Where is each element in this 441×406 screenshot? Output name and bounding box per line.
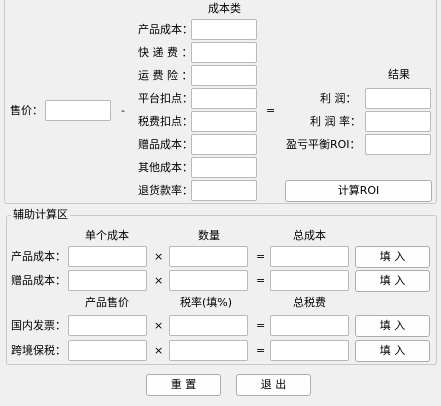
times-sign: × — [154, 250, 164, 263]
times-sign: × — [154, 344, 164, 357]
reset-button[interactable]: 重 置 — [146, 374, 221, 396]
aux-groupbox — [6, 215, 437, 365]
equals-sign: = — [256, 250, 266, 263]
result-label-profit: 利 润： — [320, 92, 357, 105]
cost-groupbox — [4, 0, 437, 204]
result-section-title: 结果 — [388, 68, 410, 81]
cost-label-gift-cost: 赠品成本： — [138, 138, 193, 151]
equals-sign: = — [256, 319, 266, 332]
cost-label-product: 产品成本： — [138, 23, 193, 36]
result-label-profit-rate: 利 润 率： — [310, 115, 361, 128]
cost-input-tax-fee[interactable] — [191, 111, 257, 132]
fill-product-cost-button[interactable]: 填 入 — [355, 246, 430, 268]
cost-input-product[interactable] — [191, 19, 257, 40]
cost-label-freight-insurance: 运 费 险 ： — [138, 69, 193, 82]
result-output-profit[interactable] — [365, 88, 431, 109]
aux-cross-border-price-input[interactable] — [68, 340, 147, 361]
aux-label-product-cost: 产品成本： — [11, 250, 66, 263]
equals-sign: = — [266, 104, 276, 117]
cost-input-gift-cost[interactable] — [191, 134, 257, 155]
cost-input-shipping[interactable] — [191, 42, 257, 63]
equals-sign: = — [256, 274, 266, 287]
cost-input-platform-fee[interactable] — [191, 88, 257, 109]
aux-domestic-total-output[interactable] — [270, 315, 349, 336]
cost-section-title: 成本类 — [208, 2, 241, 15]
aux-domestic-price-input[interactable] — [68, 315, 147, 336]
aux-header-total-tax: 总税费 — [293, 296, 326, 309]
aux-header-total-cost: 总成本 — [293, 229, 326, 242]
result-output-breakeven-roi[interactable] — [365, 134, 431, 155]
cost-label-platform-fee: 平台扣点： — [138, 92, 193, 105]
equals-sign: = — [256, 344, 266, 357]
aux-label-gift-cost: 赠品成本： — [11, 274, 66, 287]
aux-label-domestic-invoice: 国内发票： — [11, 319, 66, 332]
aux-cross-border-total-output[interactable] — [270, 340, 349, 361]
times-sign: × — [154, 319, 164, 332]
cost-label-return-rate: 退货款率： — [138, 184, 193, 197]
exit-button[interactable]: 退 出 — [236, 374, 311, 396]
price-label: 售价： — [10, 104, 43, 117]
minus-sign: - — [121, 104, 125, 117]
aux-gift-qty-input[interactable] — [169, 270, 248, 291]
times-sign: × — [154, 274, 164, 287]
price-input[interactable] — [45, 100, 111, 121]
cost-label-other-cost: 其他成本： — [138, 161, 193, 174]
fill-cross-border-button[interactable]: 填 入 — [355, 340, 430, 362]
fill-domestic-invoice-button[interactable]: 填 入 — [355, 315, 430, 337]
aux-gift-unit-cost-input[interactable] — [68, 270, 147, 291]
aux-product-unit-cost-input[interactable] — [68, 246, 147, 267]
fill-gift-cost-button[interactable]: 填 入 — [355, 270, 430, 292]
result-output-profit-rate[interactable] — [365, 111, 431, 132]
aux-header-unit-cost: 单个成本 — [85, 229, 129, 242]
aux-header-qty: 数量 — [198, 229, 220, 242]
cost-label-shipping: 快 递 费 ： — [138, 46, 193, 59]
result-label-breakeven-roi: 盈亏平衡ROI： — [286, 138, 361, 151]
cost-input-other-cost[interactable] — [191, 157, 257, 178]
aux-product-total-output[interactable] — [270, 246, 349, 267]
cost-label-tax-fee: 税费扣点： — [138, 115, 193, 128]
aux-header-product-price: 产品售价 — [85, 296, 129, 309]
aux-label-cross-border: 跨境保税： — [11, 344, 66, 357]
aux-domestic-rate-input[interactable] — [169, 315, 248, 336]
aux-header-tax-rate: 税率(填%) — [180, 296, 233, 309]
aux-section-title: 辅助计算区 — [11, 208, 70, 222]
cost-input-freight-insurance[interactable] — [191, 65, 257, 86]
calculate-roi-button[interactable]: 计算ROI — [285, 180, 432, 202]
aux-product-qty-input[interactable] — [169, 246, 248, 267]
aux-gift-total-output[interactable] — [270, 270, 349, 291]
aux-cross-border-rate-input[interactable] — [169, 340, 248, 361]
cost-input-return-rate[interactable] — [191, 180, 257, 201]
